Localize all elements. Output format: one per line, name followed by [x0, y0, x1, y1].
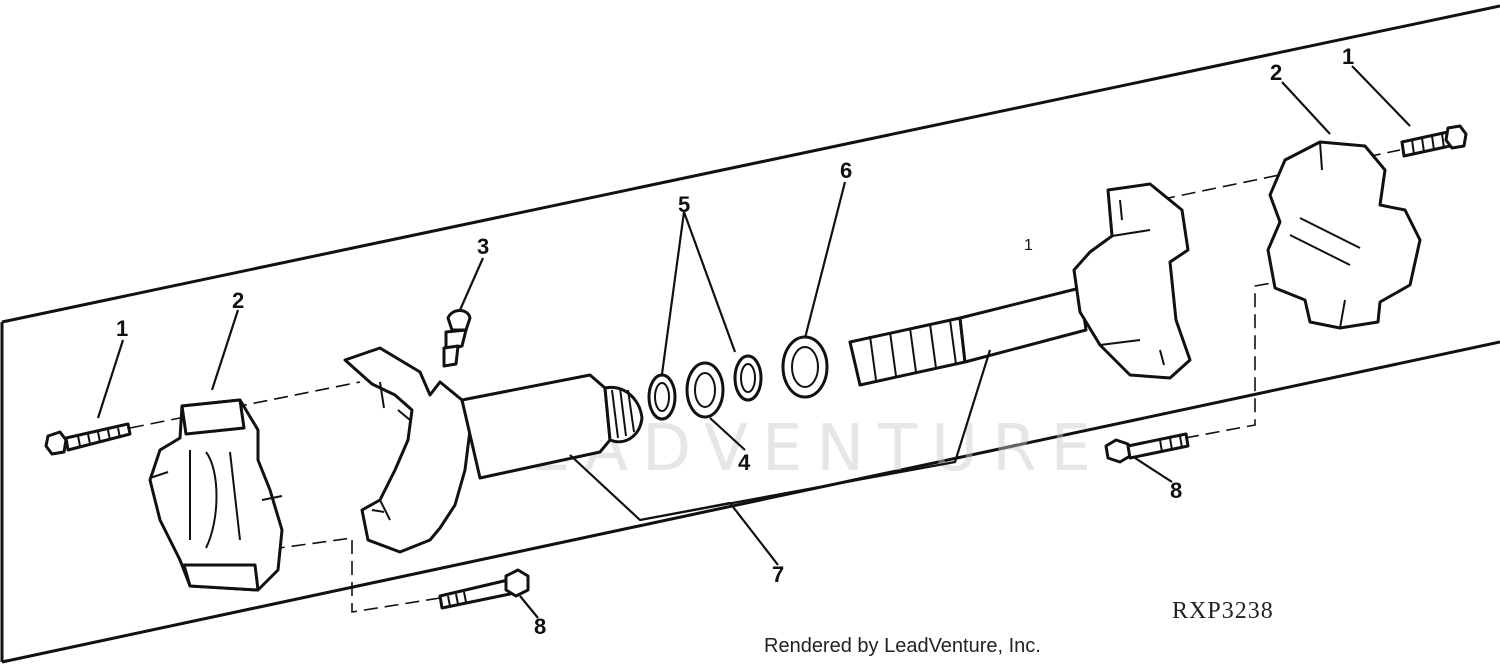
leader-2-left — [210, 309, 240, 391]
callout-4: 4 — [738, 450, 751, 475]
yoke-right — [1072, 182, 1192, 380]
diagram-frame — [0, 4, 1500, 664]
leader-1-right — [1351, 65, 1411, 127]
leader-5 — [660, 211, 737, 375]
callout-8-right: 8 — [1170, 478, 1182, 503]
reference-code: RXP3238 — [1172, 598, 1274, 624]
bolt-right — [1400, 124, 1468, 158]
leader-7 — [569, 349, 992, 566]
bolt-bottom-right — [1104, 432, 1190, 464]
leader-1-left — [96, 339, 125, 419]
u-joint-cross-left — [148, 398, 284, 592]
leader-6 — [803, 181, 847, 339]
assembly-line-left-bottom — [249, 537, 441, 613]
seal-ring-2 — [733, 354, 763, 402]
bearing-cup — [781, 335, 829, 399]
yoke-left — [343, 346, 472, 554]
bearing-race — [685, 361, 725, 419]
callout-1-right: 1 — [1342, 44, 1354, 69]
bolt-left — [44, 422, 132, 456]
leader-8-left — [519, 595, 539, 619]
assembly-line-left-top — [129, 381, 361, 429]
splined-shaft — [848, 286, 1088, 387]
callout-1-shaft: 1 — [1024, 237, 1033, 254]
grease-fitting — [442, 309, 472, 368]
seal-ring-1 — [647, 373, 677, 421]
shaft-tube-left — [460, 373, 644, 480]
bolt-bottom-left — [438, 568, 530, 610]
assembly-line-right-bottom — [1184, 275, 1311, 439]
callout-2-left: 2 — [232, 288, 244, 313]
leader-3 — [458, 257, 485, 311]
callout-2-right: 2 — [1270, 60, 1282, 85]
u-joint-cross-right — [1266, 140, 1422, 330]
leader-2-right — [1281, 81, 1331, 135]
callout-7: 7 — [772, 562, 784, 587]
callout-8-left: 8 — [534, 614, 546, 639]
callout-1-left: 1 — [116, 316, 128, 341]
leader-4 — [709, 417, 746, 451]
callout-6: 6 — [840, 158, 852, 183]
leader-8-right — [1134, 457, 1173, 483]
credit-text: Rendered by LeadVenture, Inc. — [764, 635, 1041, 657]
callout-3: 3 — [477, 234, 489, 259]
callout-5: 5 — [678, 192, 690, 217]
